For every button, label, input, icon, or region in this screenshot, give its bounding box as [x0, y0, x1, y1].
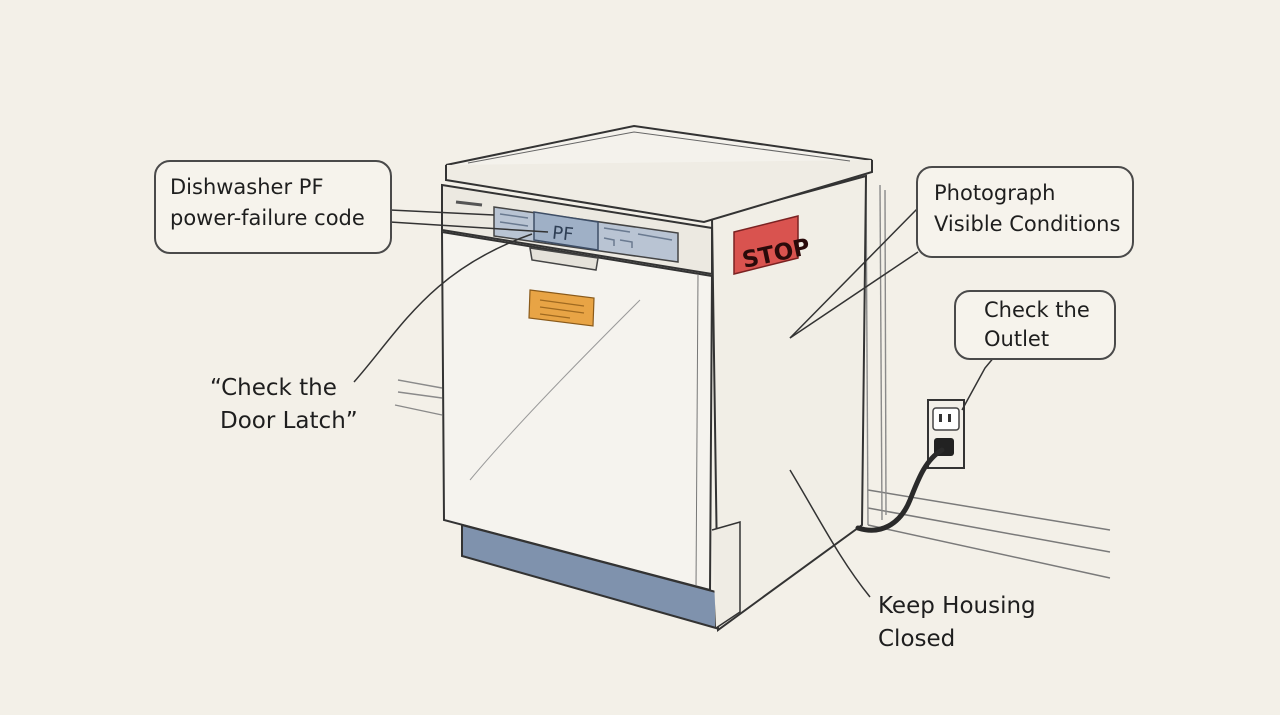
label-door-latch: “Check the Door Latch”: [210, 372, 358, 438]
callout-photograph-line2: Visible Conditions: [934, 212, 1121, 236]
door-handle: [529, 247, 599, 271]
wall-corner: [865, 179, 887, 526]
label-door-latch-line2: Door Latch”: [220, 408, 358, 434]
callout-photograph: Photograph Visible Conditions: [916, 166, 1134, 258]
power-button-strip: [455, 200, 483, 207]
label-keep-housing: Keep Housing Closed: [878, 590, 1036, 656]
callout-error-code-line1: Dishwasher PF: [170, 175, 324, 199]
callout-error-code-line2: power-failure code: [170, 206, 365, 230]
display-icons: [499, 213, 673, 248]
callout-photograph-line1: Photograph: [934, 181, 1056, 205]
callout-outlet-line1: Check the: [984, 298, 1090, 322]
callout-error-code: Dishwasher PF power-failure code: [154, 160, 392, 254]
door-edge: [695, 273, 699, 589]
callout-outlet: Check the Outlet: [954, 290, 1116, 360]
tag-lines: [539, 299, 585, 319]
baseboard-left: [394, 379, 443, 416]
callout-outlet-line2: Outlet: [984, 327, 1050, 351]
door-reflection: [469, 299, 641, 481]
label-door-latch-line1: “Check the: [210, 375, 337, 401]
top-edge: [445, 160, 873, 224]
side-kick: [711, 521, 741, 629]
power-cord: [855, 447, 945, 533]
door-warning-tag: [528, 289, 595, 327]
baseboard-right: [867, 489, 1111, 579]
top-inner-line: [467, 131, 851, 164]
label-keep-housing-line1: Keep Housing: [878, 593, 1036, 619]
display-code: PF: [551, 223, 574, 246]
leader-lines: [353, 207, 996, 598]
label-keep-housing-line2: Closed: [878, 626, 956, 652]
